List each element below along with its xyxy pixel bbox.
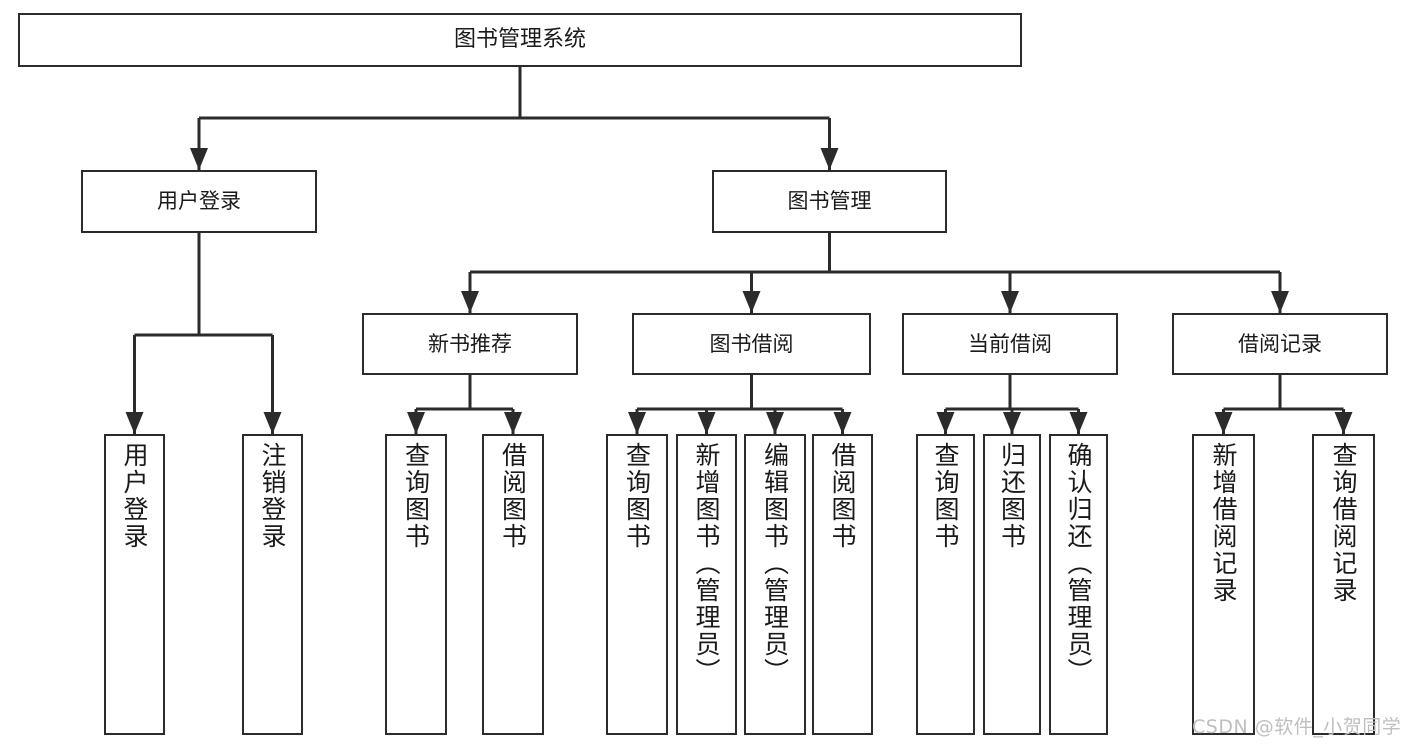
node-label: 图书借阅 (709, 331, 794, 356)
node-label: 查询图书 (622, 442, 652, 550)
arrow-head-icon (742, 291, 761, 313)
node-borrow: 图书借阅 (632, 313, 871, 375)
arrow-head-icon (766, 412, 784, 434)
node-label: 借阅图书 (828, 442, 857, 550)
arrow-head-icon (504, 412, 522, 434)
node-l7: 编辑图书（管理员） (744, 434, 806, 735)
arrow-head-icon (1271, 291, 1289, 313)
node-label: 借阅图书 (498, 442, 528, 550)
arrow-head-icon (461, 291, 479, 313)
node-l4: 借阅图书 (482, 434, 544, 735)
node-bookmgmt: 图书管理 (712, 170, 947, 233)
node-label: 用户登录 (120, 442, 149, 550)
node-l13: 查询借阅记录 (1312, 434, 1375, 735)
arrow-head-icon (263, 412, 282, 434)
node-label: 新增借阅记录 (1209, 442, 1238, 604)
node-l3: 查询图书 (385, 434, 447, 735)
node-label: 归还图书 (997, 442, 1027, 550)
arrow-head-icon (628, 412, 646, 434)
node-label: 新书推荐 (428, 331, 512, 356)
node-label: 借阅记录 (1238, 331, 1322, 356)
node-newbook: 新书推荐 (362, 313, 578, 375)
node-label: 确认归还（管理员） (1064, 442, 1093, 685)
node-login: 用户登录 (81, 170, 317, 233)
node-root: 图书管理系统 (18, 13, 1022, 67)
node-label: 用户登录 (157, 189, 241, 214)
node-label: 编辑图书（管理员） (760, 442, 790, 685)
node-l9: 查询图书 (916, 434, 975, 735)
node-l2: 注销登录 (242, 434, 303, 735)
node-label: 查询图书 (931, 442, 960, 550)
node-l5: 查询图书 (606, 434, 668, 735)
node-record: 借阅记录 (1172, 313, 1388, 375)
arrow-head-icon (936, 412, 955, 434)
node-l11: 确认归还（管理员） (1049, 434, 1108, 735)
arrow-head-icon (1003, 412, 1021, 434)
arrow-head-icon (1334, 412, 1353, 434)
node-label: 图书管理系统 (453, 27, 586, 53)
arrow-head-icon (833, 412, 852, 434)
arrow-head-icon (407, 412, 425, 434)
arrow-head-icon (125, 412, 144, 434)
node-label: 图书管理 (787, 189, 872, 214)
node-l10: 归还图书 (983, 434, 1041, 735)
node-l8: 借阅图书 (812, 434, 873, 735)
arrow-head-icon (820, 148, 839, 170)
node-l12: 新增借阅记录 (1192, 434, 1255, 735)
node-label: 新增图书（管理员） (692, 442, 721, 685)
arrow-head-icon (697, 412, 716, 434)
arrow-head-icon (1214, 412, 1233, 434)
arrow-head-icon (1001, 291, 1019, 313)
node-l1: 用户登录 (104, 434, 165, 735)
node-l6: 新增图书（管理员） (676, 434, 737, 735)
node-label: 当前借阅 (968, 331, 1052, 356)
node-label: 注销登录 (258, 442, 287, 550)
arrow-head-icon (1069, 412, 1088, 434)
node-current: 当前借阅 (902, 313, 1118, 375)
node-label: 查询借阅记录 (1329, 442, 1358, 604)
node-label: 查询图书 (401, 442, 431, 550)
arrow-head-icon (190, 148, 208, 170)
